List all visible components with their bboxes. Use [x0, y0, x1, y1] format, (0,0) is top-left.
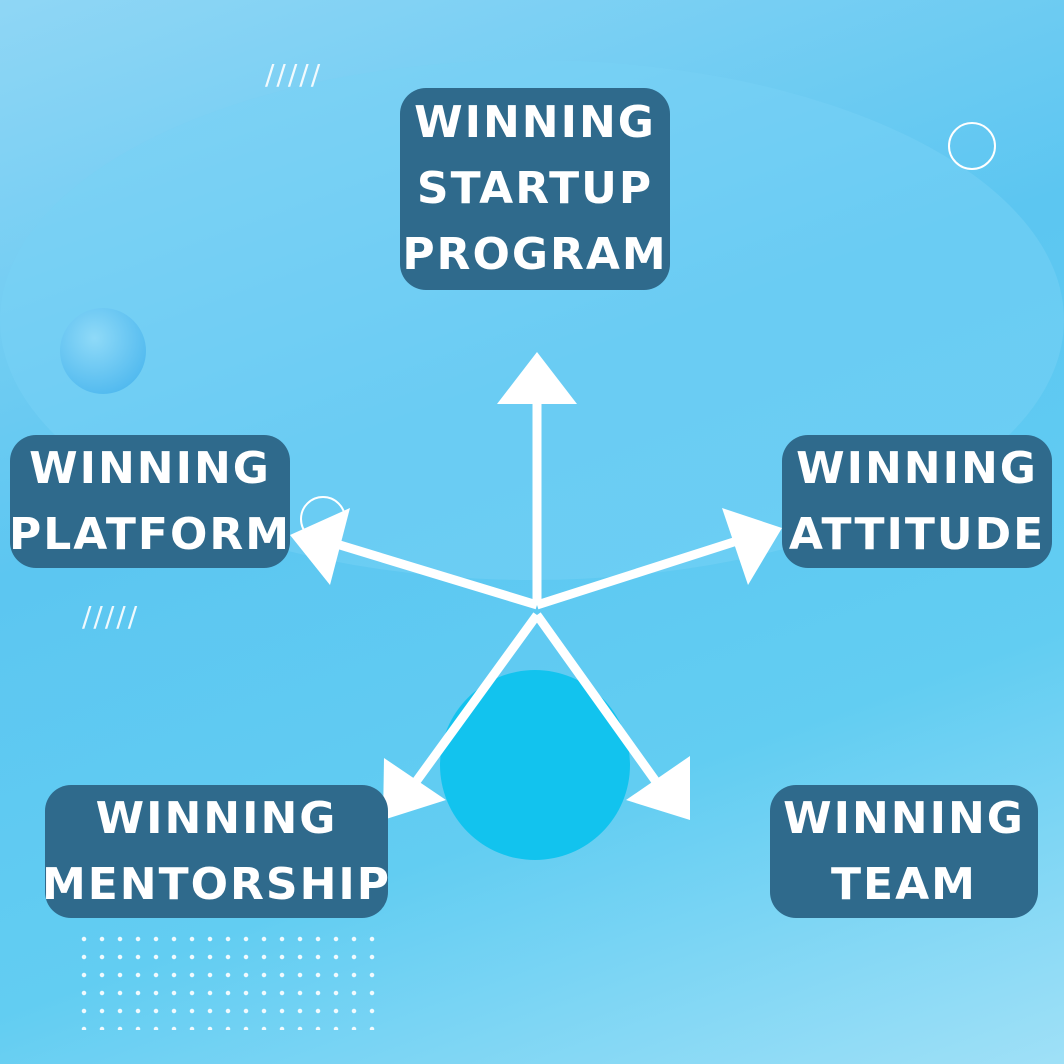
node-line: STARTUP — [416, 163, 654, 214]
arrowhead-up — [497, 352, 577, 404]
node-line: PLATFORM — [8, 508, 292, 560]
arrow-down-right — [533, 612, 666, 793]
arrowhead-left — [290, 508, 350, 585]
arrowhead-down-right — [626, 756, 690, 820]
node-winning-team: WINNING TEAM — [770, 785, 1038, 918]
node-line: TEAM — [831, 858, 977, 910]
arrowhead-down-left — [383, 758, 446, 820]
decor-ring — [948, 122, 996, 170]
node-line: MENTORSHIP — [41, 858, 392, 910]
node-line: ATTITUDE — [788, 508, 1046, 560]
node-winning-startup-program: WINNING STARTUP PROGRAM — [400, 88, 670, 290]
arrow-down-left — [406, 612, 541, 793]
node-winning-attitude: WINNING ATTITUDE — [782, 435, 1052, 568]
node-line: WINNING — [796, 442, 1038, 494]
node-line: PROGRAM — [402, 229, 668, 280]
node-line: WINNING — [414, 97, 656, 148]
decor-slashes: ///// — [265, 58, 323, 91]
node-line: WINNING — [783, 792, 1025, 844]
node-line: WINNING — [29, 442, 271, 494]
arrowhead-right — [722, 508, 782, 585]
decor-slashes: ///// — [82, 600, 140, 633]
node-line: WINNING — [95, 792, 338, 844]
arrow-right — [535, 535, 742, 610]
decor-sphere — [60, 308, 146, 394]
node-winning-mentorship: WINNING MENTORSHIP — [41, 785, 392, 918]
arrow-left — [328, 537, 539, 610]
decor-dot-grid — [75, 930, 375, 1030]
node-winning-platform: WINNING PLATFORM — [8, 435, 292, 568]
